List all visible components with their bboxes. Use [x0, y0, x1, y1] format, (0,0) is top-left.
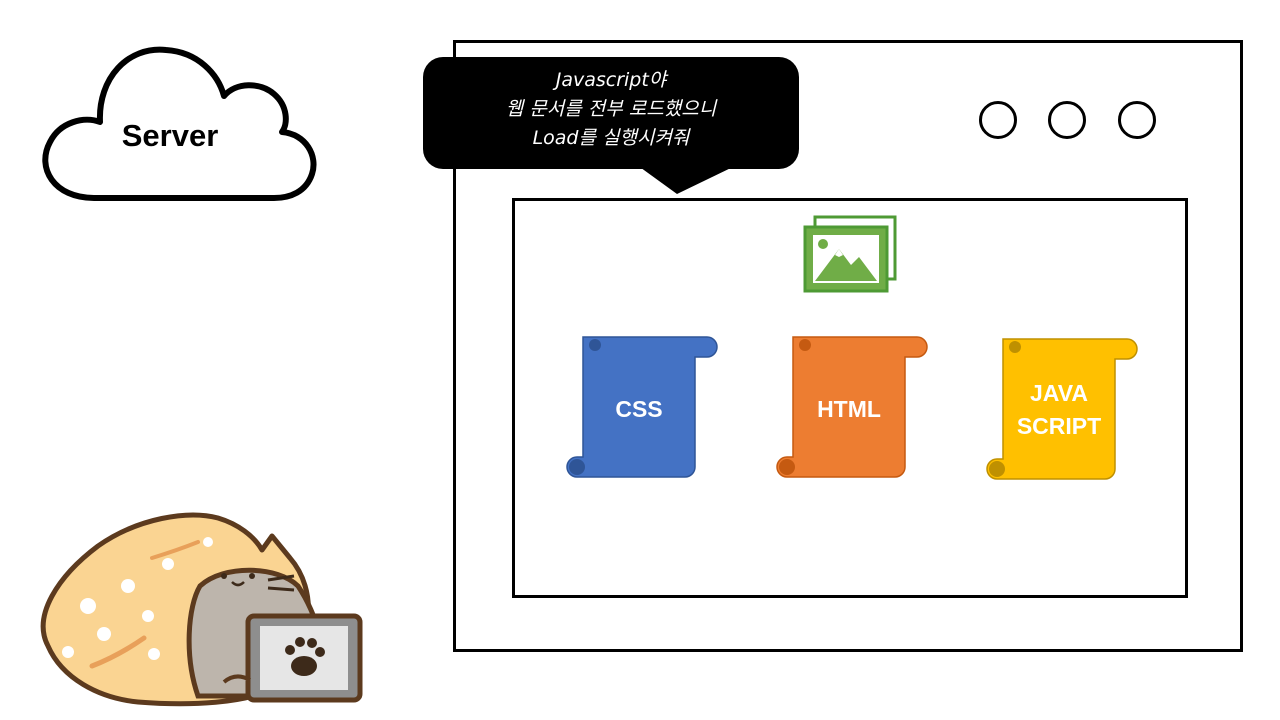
browser-viewport	[512, 198, 1188, 598]
css-scroll-icon	[566, 336, 718, 478]
server-label: Server	[121, 118, 219, 153]
server-cloud-icon	[42, 46, 317, 201]
speech-bubble	[423, 57, 799, 194]
paw-icon	[285, 637, 325, 676]
javascript-label: JAVA SCRIPT	[1016, 380, 1102, 439]
bubble-line-3: Load를 실행시켜줘	[532, 127, 690, 149]
window-button-3	[1118, 101, 1156, 139]
window-button-2	[1048, 101, 1086, 139]
bubble-line-2: 웹 문서를 전부 로드했으니	[505, 98, 717, 120]
window-button-1	[979, 101, 1017, 139]
image-icon	[803, 215, 897, 293]
bubble-line-1: Javascript야	[555, 69, 667, 91]
html-scroll-icon	[776, 336, 928, 478]
cat-with-laptop-illustration	[40, 512, 363, 707]
javascript-scroll-icon	[986, 338, 1138, 480]
speech-bubble-text: Javascript야 웹 문서를 전부 로드했으니 Load를 실행시켜줘	[440, 66, 782, 153]
html-label: HTML	[817, 396, 881, 422]
css-label: CSS	[615, 396, 663, 422]
